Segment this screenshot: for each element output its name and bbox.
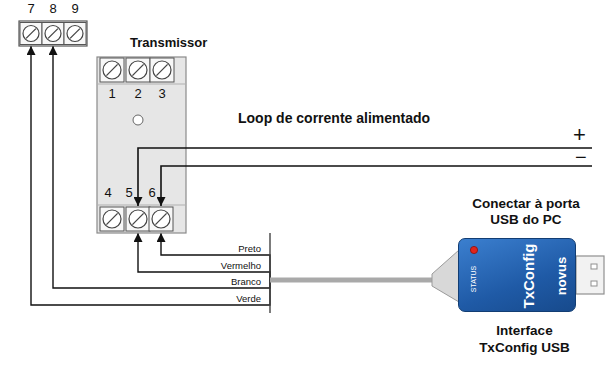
screw-head <box>103 61 121 79</box>
screw-slot <box>156 64 167 75</box>
screw-head <box>153 61 171 79</box>
brand-logo: novus <box>555 257 570 295</box>
terminal-number: 9 <box>71 2 78 17</box>
terminal-number: 5 <box>125 186 132 201</box>
polarity-sign: + <box>573 124 586 146</box>
transmitter-housing <box>97 57 186 233</box>
loop-caption: Loop de corrente alimentado <box>238 110 430 127</box>
screw-head <box>67 26 83 42</box>
device-caption: Interface TxConfig USB <box>472 322 577 356</box>
terminal-screw <box>126 58 150 82</box>
wire-color-label: Branco <box>230 276 262 287</box>
usb-cable <box>270 278 436 283</box>
signal-wire <box>53 46 458 288</box>
screw-slot <box>132 64 143 75</box>
terminal-number: 8 <box>49 2 56 17</box>
screw-seat <box>126 58 150 82</box>
usb-interface: STATUS TxConfig novus <box>458 238 576 312</box>
terminal-screw <box>150 58 174 82</box>
signal-wire <box>31 46 458 305</box>
screw-seat <box>100 207 124 231</box>
screw-seat <box>42 23 64 45</box>
housing-divider <box>97 84 186 85</box>
terminal-number: 4 <box>104 186 111 201</box>
transmitter-title: Transmissor <box>130 36 207 51</box>
terminal-screw <box>42 23 64 45</box>
terminal-number: 2 <box>134 87 141 102</box>
screw-seat <box>64 23 86 45</box>
terminal-number: 3 <box>158 87 165 102</box>
screw-head <box>152 210 170 228</box>
terminal-screw <box>100 207 124 231</box>
usb-plug-slot <box>591 264 597 269</box>
screw-head <box>129 210 147 228</box>
screw-slot <box>70 29 80 39</box>
terminal-screw <box>126 207 150 231</box>
screw-slot <box>106 213 117 224</box>
signal-wire <box>138 233 458 280</box>
screw-slot <box>155 213 166 224</box>
terminal-screw <box>100 58 124 82</box>
polarity-sign: − <box>575 147 587 167</box>
cable-fanout-bar <box>269 233 270 313</box>
terminal-screws <box>20 23 174 232</box>
usb-plug-slot <box>591 281 597 286</box>
wire-color-label: Vermelho <box>220 260 262 271</box>
terminal-number: 6 <box>148 186 155 201</box>
terminal-screw <box>20 23 42 45</box>
screw-seat <box>20 23 42 45</box>
screw-head <box>23 26 39 42</box>
screw-head <box>103 210 121 228</box>
terminal-number: 7 <box>27 2 34 17</box>
cable-strain-relief <box>432 250 459 302</box>
terminal-block: 789 <box>14 2 92 46</box>
usb-instruction: Conectar à porta USB do PC <box>470 196 582 228</box>
screw-head <box>45 26 61 42</box>
wire-color-label: Preto <box>237 243 262 254</box>
terminal-number: 1 <box>108 87 115 102</box>
screw-seat <box>100 58 124 82</box>
status-label: STATUS <box>470 266 478 293</box>
terminal-block-body <box>19 21 87 46</box>
signal-wire <box>161 233 458 280</box>
housing-divider <box>97 205 186 206</box>
status-led-light <box>470 246 477 253</box>
terminal-screw <box>64 23 86 45</box>
screw-seat <box>149 207 173 231</box>
wire-color-label: Verde <box>235 293 262 304</box>
screw-seat <box>150 58 174 82</box>
terminal-screw <box>149 207 173 231</box>
screw-slot <box>48 29 58 39</box>
usb-plug <box>576 256 604 294</box>
screw-slot <box>106 64 117 75</box>
screw-seat <box>126 207 150 231</box>
screw-slot <box>26 29 36 39</box>
screw-head <box>129 61 147 79</box>
screw-slot <box>132 213 143 224</box>
product-name: TxConfig <box>520 244 537 309</box>
transmitter-box: Transmissor 1 2 3 45 6 <box>96 36 216 233</box>
status-led <box>133 115 143 125</box>
